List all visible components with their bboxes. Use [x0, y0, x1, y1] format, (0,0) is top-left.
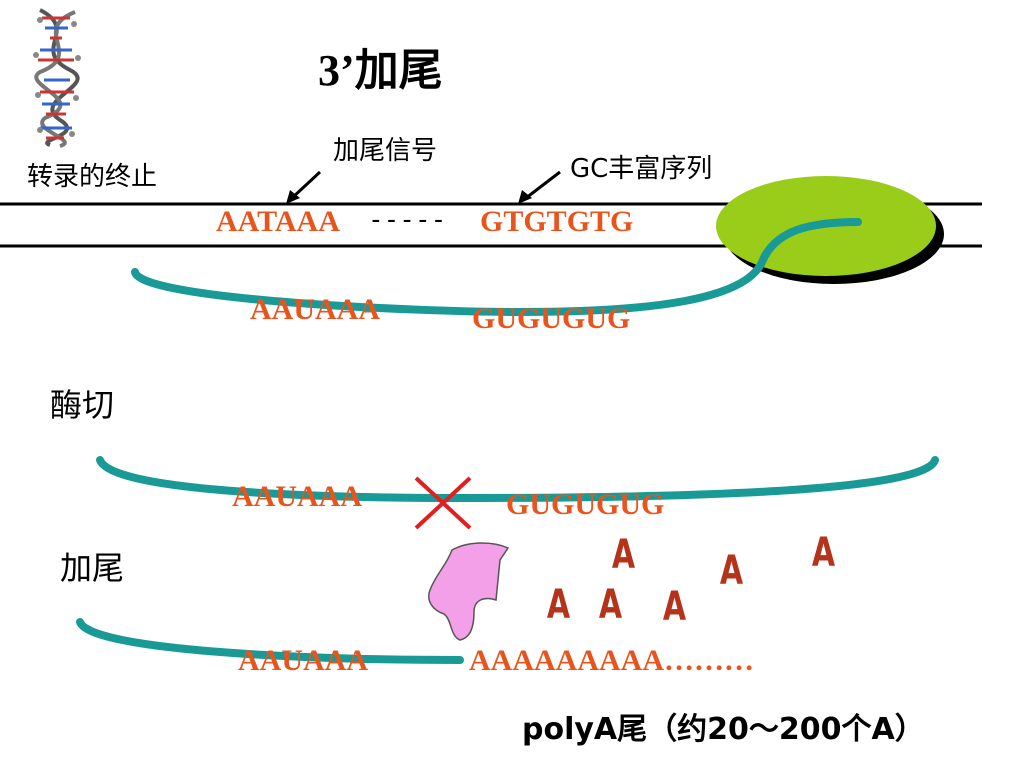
free-adenine: A: [719, 548, 744, 594]
free-adenine: A: [546, 582, 571, 628]
rna2-gu-sequence: GUGUGUG: [506, 488, 665, 521]
arrow-to-tail-signal: [286, 170, 322, 204]
polya-caption: polyA尾（约20～200个A）: [522, 712, 925, 747]
tailing-label: 加尾: [60, 549, 125, 587]
termination-label: 转录的终止: [27, 162, 158, 192]
dna-signal-sequence: AATAAA: [216, 205, 340, 238]
page-title: 3’加尾: [318, 45, 443, 96]
rna-polymerase-icon: [716, 176, 944, 284]
free-adenine: A: [811, 530, 836, 576]
free-adenine: A: [598, 582, 623, 628]
dna-spacer: -----: [368, 205, 447, 235]
rna3-signal-sequence: AAUAAA: [238, 644, 368, 677]
free-adenine: A: [662, 584, 687, 630]
free-adenine: A: [611, 532, 636, 578]
rna-strand-1: [131, 218, 862, 317]
rna1-signal-sequence: AAUAAA: [250, 293, 380, 326]
rna1-gu-sequence: GUGUGUG: [472, 302, 631, 335]
rna2-signal-sequence: AAUAAA: [232, 480, 362, 513]
rna-strand-2: [96, 456, 939, 503]
dna-gc-sequence: GTGTGTG: [480, 205, 634, 238]
dna-helix-icon: [33, 8, 81, 148]
poly-a-tail-sequence: AAAAAAAAA………: [469, 644, 754, 677]
rna-strand-3: [76, 618, 464, 664]
arrow-to-gc-rich: [518, 170, 561, 204]
poly-a-polymerase-icon: [428, 542, 510, 641]
gc-rich-label: GC丰富序列: [570, 154, 713, 184]
cleavage-x-icon: [414, 476, 472, 530]
cleavage-label: 酶切: [50, 386, 115, 424]
tail-signal-label: 加尾信号: [333, 136, 438, 166]
